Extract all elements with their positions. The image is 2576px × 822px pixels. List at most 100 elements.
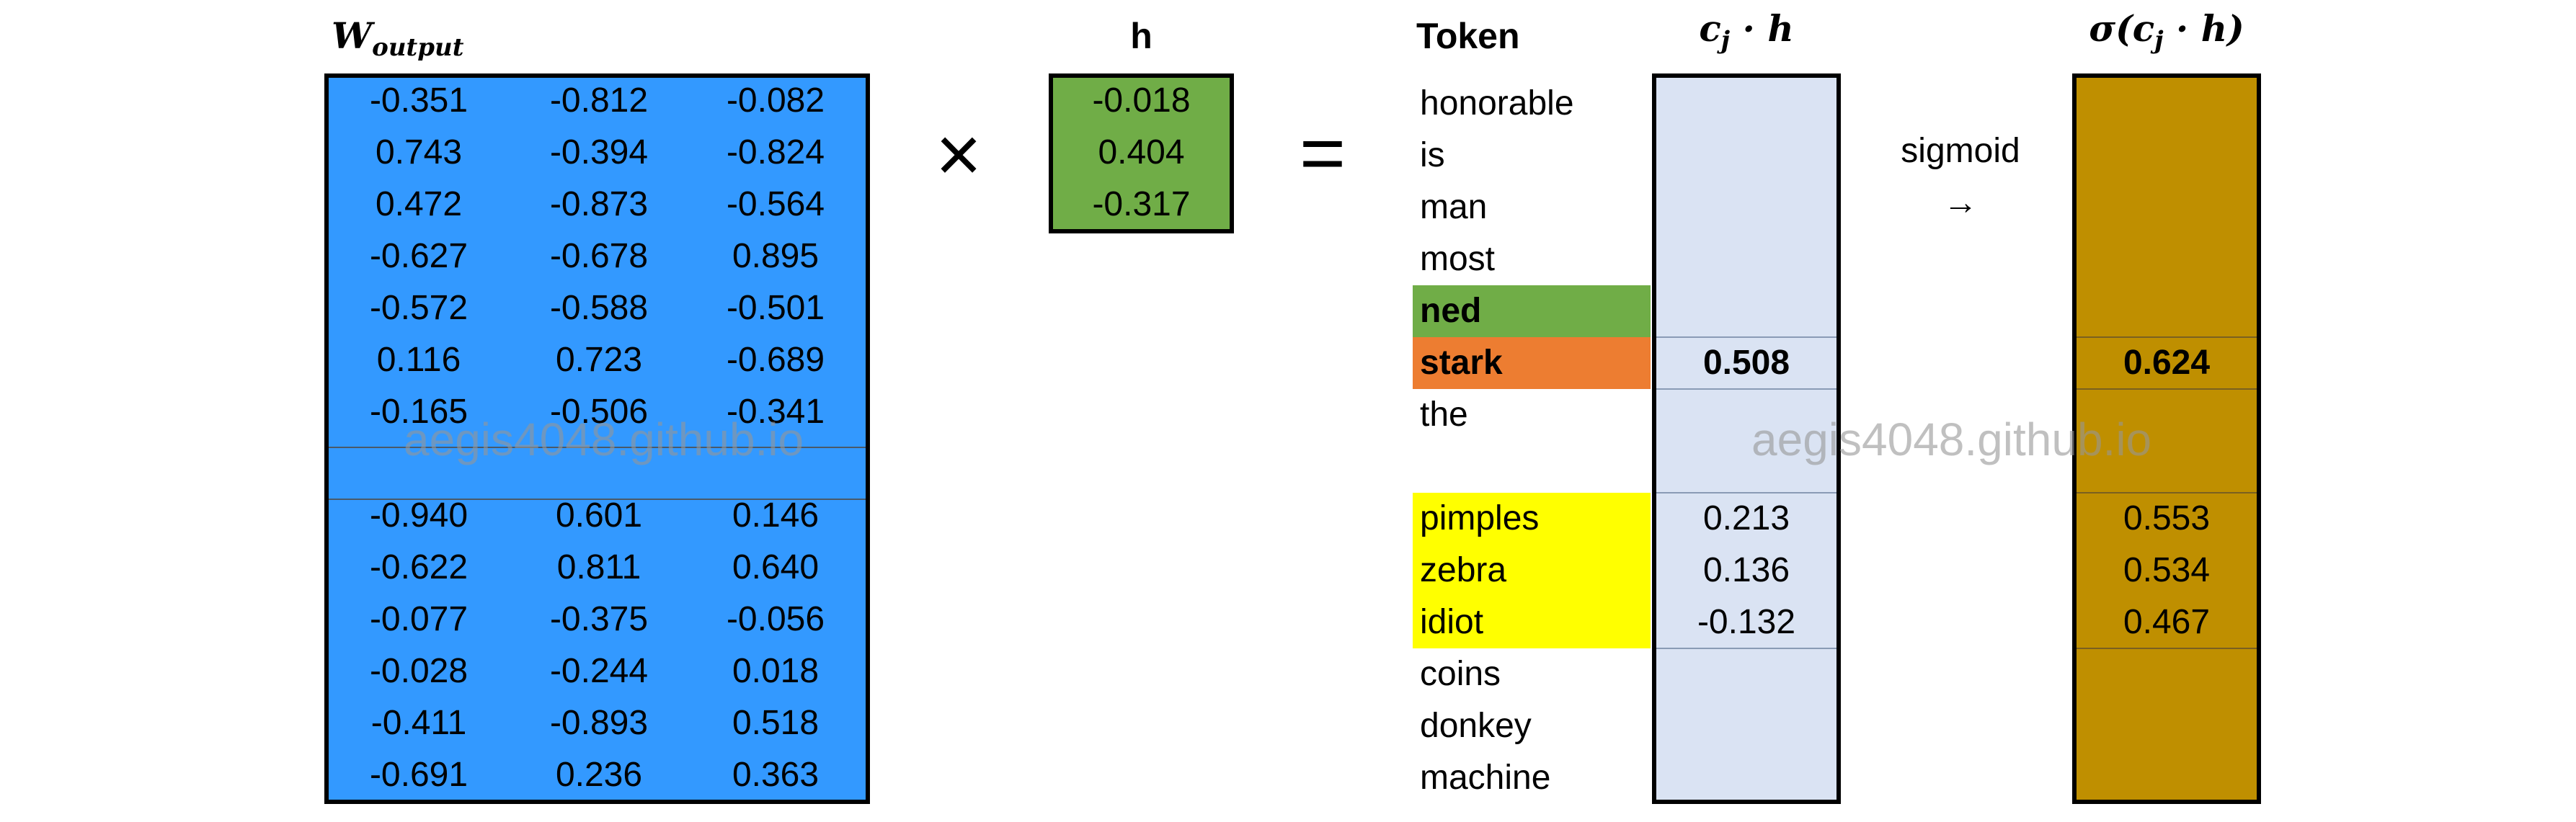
c-column-divider bbox=[1656, 388, 1836, 390]
token-row: coins bbox=[1413, 648, 1651, 700]
h-title: h bbox=[1130, 16, 1152, 56]
equals-operator: = bbox=[1299, 109, 1346, 197]
matrix-cell: -0.812 bbox=[549, 81, 649, 120]
matrix-cell: -0.082 bbox=[726, 81, 825, 120]
matrix-cell: 0.640 bbox=[732, 548, 820, 586]
w-title-subscript: output bbox=[372, 33, 464, 62]
matrix-cell: -0.572 bbox=[369, 289, 468, 327]
token-label: pimples bbox=[1420, 499, 1540, 537]
c-dot-h-title: cj · h bbox=[1652, 7, 1841, 62]
matrix-cell: -0.564 bbox=[726, 185, 825, 223]
token-label: man bbox=[1420, 188, 1488, 226]
sigma-value-cell: 0.534 bbox=[2123, 551, 2211, 589]
sigma-column-divider bbox=[2077, 388, 2257, 390]
matrix-cell: -0.165 bbox=[369, 393, 468, 431]
sigma-title-rest: · h) bbox=[2163, 7, 2244, 50]
token-label: honorable bbox=[1420, 84, 1574, 122]
c-title-rest: · h bbox=[1730, 7, 1794, 50]
token-row: donkey bbox=[1413, 700, 1651, 752]
c-value-cell: 0.508 bbox=[1702, 344, 1790, 382]
matrix-cell: -0.691 bbox=[369, 756, 468, 794]
sigma-column: 0.624 0.553 0.534 0.467 bbox=[2072, 73, 2261, 804]
sigma-title: σ(cj · h) bbox=[2033, 7, 2301, 62]
matrix-cell: -0.678 bbox=[549, 237, 649, 275]
token-row: most bbox=[1413, 233, 1651, 285]
token-label: stark bbox=[1420, 344, 1503, 382]
token-row: idiot bbox=[1413, 597, 1651, 648]
matrix-cell: 0.363 bbox=[732, 756, 820, 794]
h-vector-cell: -0.317 bbox=[1092, 185, 1191, 223]
token-row: zebra bbox=[1413, 545, 1651, 597]
sigma-column-divider bbox=[2077, 492, 2257, 493]
matrix-cell: -0.028 bbox=[369, 652, 468, 690]
matrix-cell: -0.873 bbox=[549, 185, 649, 223]
matrix-cell: 0.723 bbox=[555, 341, 643, 379]
token-row: man bbox=[1413, 182, 1651, 233]
matrix-cell: -0.588 bbox=[549, 289, 649, 327]
matrix-cell: 0.472 bbox=[375, 185, 463, 223]
token-label: idiot bbox=[1420, 603, 1484, 641]
matrix-cell: 0.811 bbox=[556, 548, 641, 586]
matrix-cell: -0.411 bbox=[370, 704, 467, 742]
token-row: machine bbox=[1413, 752, 1651, 804]
token-label: is bbox=[1420, 136, 1445, 174]
watermark-right: aegis4048.github.io bbox=[1751, 414, 2152, 465]
sigmoid-arrow-icon: → bbox=[1943, 184, 1978, 222]
sigma-title-main: σ(c bbox=[2089, 7, 2155, 50]
token-label: most bbox=[1420, 240, 1496, 278]
token-label: zebra bbox=[1420, 551, 1507, 589]
c-value-cell: 0.213 bbox=[1702, 499, 1790, 537]
matrix-cell: 0.895 bbox=[732, 237, 820, 275]
c-dot-h-column: 0.508 0.213 0.136 -0.132 bbox=[1652, 73, 1841, 804]
w-title-main: W bbox=[332, 14, 373, 57]
token-label: donkey bbox=[1420, 707, 1532, 745]
h-vector: -0.018 0.404 -0.317 bbox=[1049, 73, 1234, 233]
h-vector-cell: -0.018 bbox=[1092, 81, 1191, 120]
token-label: machine bbox=[1420, 759, 1551, 797]
matrix-divider bbox=[329, 447, 866, 448]
matrix-cell: 0.236 bbox=[555, 756, 643, 794]
h-vector-cell: 0.404 bbox=[1098, 133, 1185, 171]
matrix-cell: -0.341 bbox=[726, 393, 825, 431]
matrix-cell: -0.244 bbox=[549, 652, 649, 690]
matrix-cell: 0.018 bbox=[732, 652, 820, 690]
matrix-cell: 0.601 bbox=[555, 496, 643, 535]
matrix-cell: -0.824 bbox=[726, 133, 825, 171]
sigmoid-label: sigmoid bbox=[1901, 132, 2020, 170]
c-value-cell: 0.136 bbox=[1702, 551, 1790, 589]
token-row: ned bbox=[1413, 285, 1651, 337]
c-title-subscript: j bbox=[1720, 26, 1731, 55]
w-output-title: Woutput bbox=[332, 14, 519, 69]
token-row: is bbox=[1413, 130, 1651, 182]
token-title: Token bbox=[1416, 16, 1520, 56]
matrix-cell: -0.501 bbox=[726, 289, 825, 327]
matrix-cell: -0.622 bbox=[369, 548, 468, 586]
c-value-cell: -0.132 bbox=[1697, 603, 1796, 641]
matrix-cell: -0.077 bbox=[369, 600, 468, 638]
matrix-cell: -0.056 bbox=[726, 600, 825, 638]
c-column-divider bbox=[1656, 336, 1836, 338]
c-column-divider bbox=[1656, 648, 1836, 649]
matrix-cell: -0.394 bbox=[549, 133, 649, 171]
watermark-left: aegis4048.github.io bbox=[404, 414, 804, 465]
sigma-value-cell: 0.553 bbox=[2123, 499, 2211, 537]
matrix-cell: -0.627 bbox=[369, 237, 468, 275]
token-row: honorable bbox=[1413, 78, 1651, 130]
matrix-cell: -0.351 bbox=[369, 81, 468, 120]
sigma-column-divider bbox=[2077, 336, 2257, 338]
matrix-divider bbox=[329, 499, 866, 500]
matrix-cell: 0.116 bbox=[376, 341, 461, 379]
token-row: pimples bbox=[1413, 493, 1651, 545]
matrix-cell: -0.940 bbox=[369, 496, 468, 535]
sigma-value-cell: 0.624 bbox=[2123, 344, 2211, 382]
matrix-cell: -0.689 bbox=[726, 341, 825, 379]
matrix-cell: -0.375 bbox=[549, 600, 649, 638]
token-row: stark bbox=[1413, 337, 1651, 389]
sigma-title-subscript: j bbox=[2154, 26, 2164, 55]
sigma-value-cell: 0.467 bbox=[2123, 603, 2211, 641]
times-operator: × bbox=[935, 110, 982, 199]
token-label: ned bbox=[1420, 292, 1482, 330]
matrix-cell: -0.506 bbox=[549, 393, 649, 431]
matrix-cell: 0.146 bbox=[732, 496, 820, 535]
